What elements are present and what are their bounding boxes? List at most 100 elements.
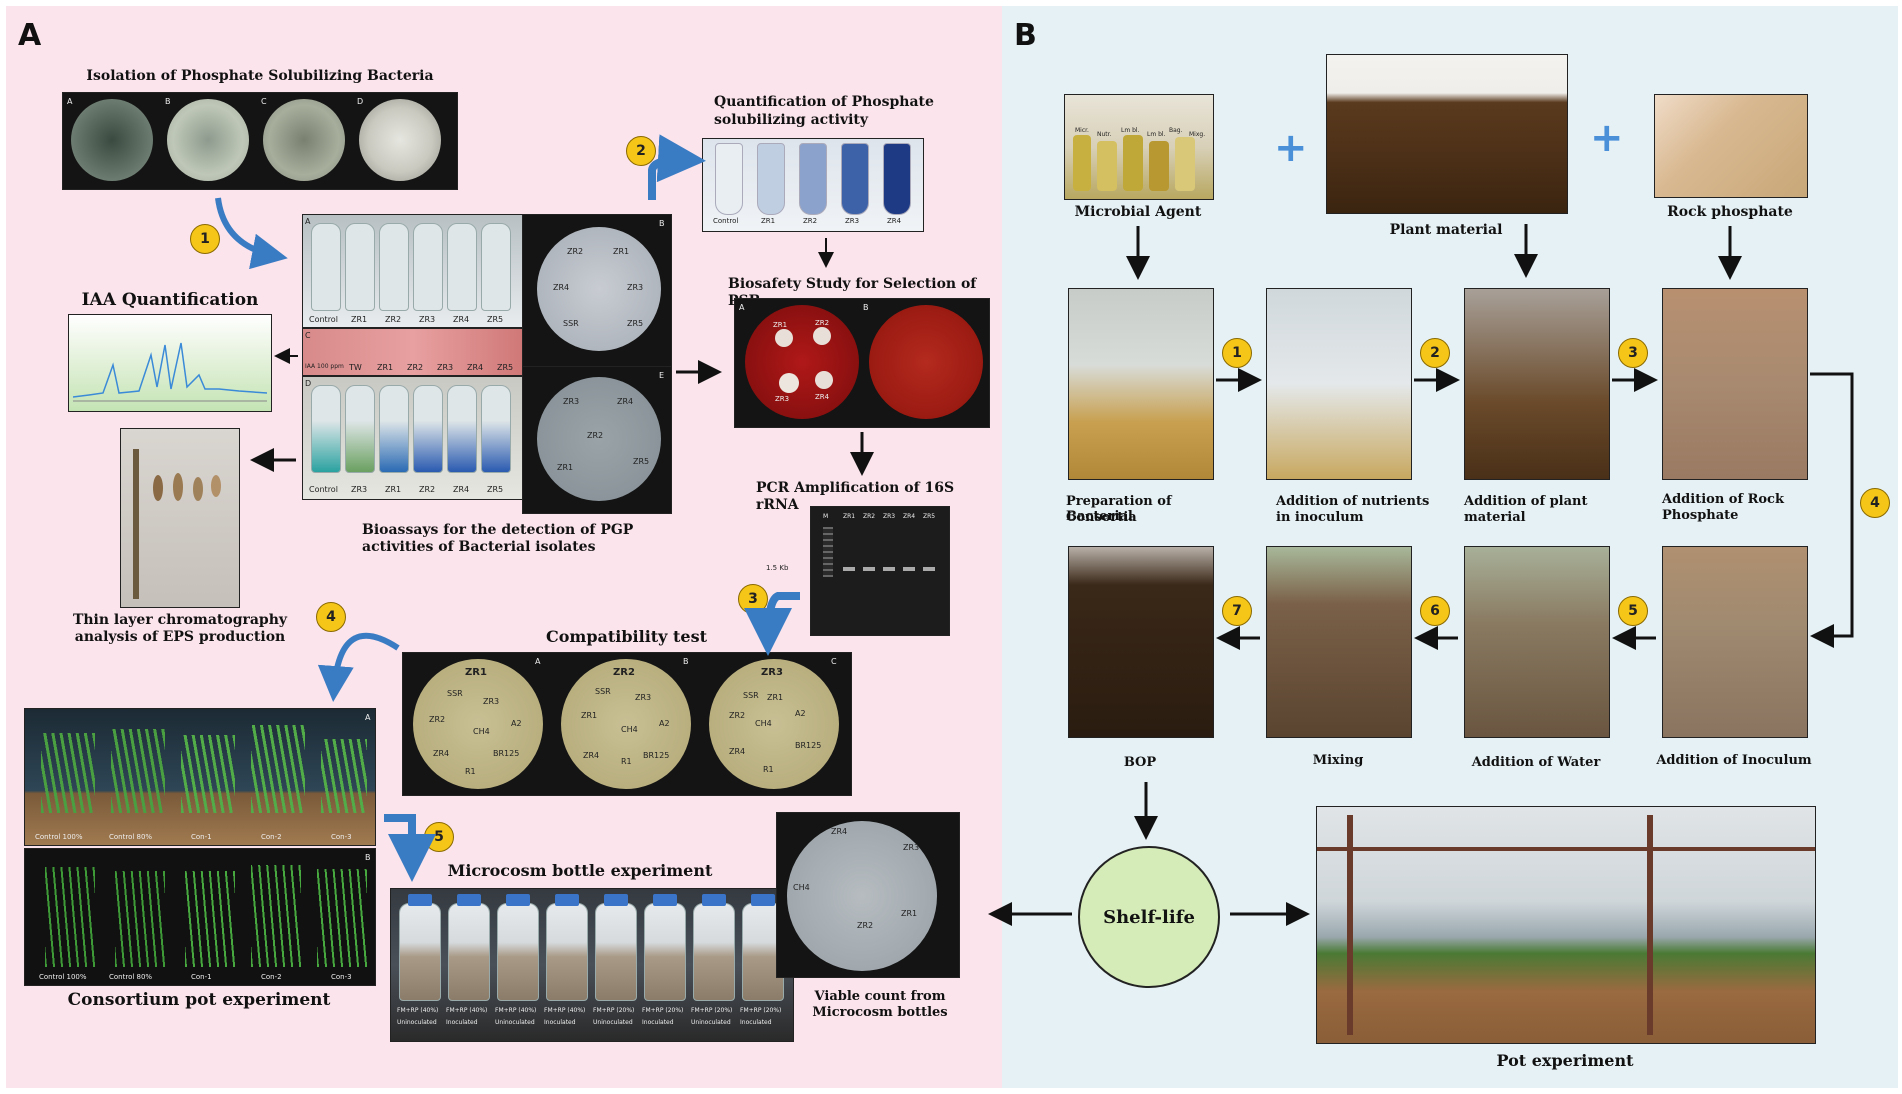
step-badge-a4: 4	[316, 602, 346, 632]
row1-label-1a: Preparation of Bacterial	[1066, 494, 1172, 524]
microcosm-bottle	[595, 894, 637, 1001]
bioassay-plate-b: B ZR2 ZR1 ZR4 ZR3 SSR ZR5	[522, 214, 672, 368]
shelf-life-node: Shelf-life	[1078, 846, 1220, 988]
rock-phosphate-photo	[1654, 94, 1808, 198]
microcosm-bottle	[448, 894, 490, 1001]
microcosm-bottle	[399, 894, 441, 1001]
pcr-title: PCR Amplification of 16S rRNA	[756, 480, 955, 513]
isolation-plates-photo: A B C D	[62, 92, 458, 190]
row1-label-4a: Addition of Rock	[1662, 492, 1784, 507]
microcosm-bottle-status: Inoculated	[740, 1019, 772, 1026]
input-microbial-agent: Microbial Agent	[1074, 204, 1202, 220]
bottle-cap	[604, 894, 628, 906]
row2-label-mixing: Mixing	[1312, 753, 1364, 768]
step-photo-nutrients	[1266, 288, 1412, 480]
step-badge-b4: 4	[1860, 488, 1890, 518]
row1-label-3b: material	[1464, 510, 1526, 525]
microcosm-bottle	[497, 894, 539, 1001]
bioassay-caption-1: Bioassays for the detection of PGP	[362, 522, 634, 538]
biosafety-photo: A B ZR1 ZR2 ZR3 ZR4	[734, 298, 990, 428]
curved-arrow-a4	[317, 632, 400, 702]
step-badge-b1: 1	[1222, 338, 1252, 368]
bottle-cap	[555, 894, 579, 906]
bottle-cap	[506, 894, 530, 906]
row1-label-4b: Phosphate	[1662, 508, 1739, 523]
iaa-title: IAA Quantification	[81, 290, 259, 310]
plate-b	[167, 99, 249, 181]
row1-label-3a: Addition of plant	[1464, 494, 1588, 509]
shelf-life-label: Shelf-life	[1103, 906, 1195, 928]
bioassay-caption-2: activities of Bacterial isolates	[362, 539, 596, 555]
microcosm-bottle	[644, 894, 686, 1001]
bottle-cap	[702, 894, 726, 906]
bioassay-row-a: A Control ZR1 ZR2 ZR3 ZR4 ZR5	[302, 214, 524, 328]
panel-b-letter: B	[1014, 18, 1037, 53]
bioassay-row-d: D Control ZR3 ZR1 ZR2 ZR4 ZR5	[302, 376, 524, 500]
step-badge-b7: 7	[1222, 596, 1252, 626]
input-rock-phosphate: Rock phosphate	[1667, 204, 1793, 220]
microcosm-bottle-label: FM+RP (20%)	[691, 1007, 733, 1014]
microcosm-bottle-label: FM+RP (40%)	[495, 1007, 537, 1014]
microcosm-bottle-status: Inoculated	[446, 1019, 478, 1026]
tlc-plate-photo	[120, 428, 240, 608]
row2-label-bop: BOP	[1123, 755, 1157, 770]
pot-experiment-caption: Pot experiment	[1496, 1051, 1634, 1070]
plus-icon-1: +	[1274, 125, 1308, 171]
row2-label-inoculum: Addition of Inoculum	[1656, 753, 1812, 768]
row1-label-2b: in inoculum	[1276, 510, 1364, 525]
step-photo-mixing	[1266, 546, 1412, 738]
microcosm-bottle-label: FM+RP (20%)	[593, 1007, 635, 1014]
bioassay-plate-e: E ZR3 ZR4 ZR2 ZR1 ZR5	[522, 366, 672, 514]
tlc-caption-2: analysis of EPS production	[74, 629, 286, 645]
microcosm-bottle-label: FM+RP (40%)	[544, 1007, 586, 1014]
compatibility-title: Compatibility test	[546, 627, 708, 646]
plate-letter-a: A	[67, 97, 73, 106]
microcosm-bottle-status: Uninoculated	[691, 1019, 731, 1026]
row1-label-2a: Addition of nutrients	[1276, 494, 1430, 509]
step-badge-b3: 3	[1618, 338, 1648, 368]
curved-arrow-a3	[744, 592, 800, 656]
viable-caption-2: Microcosm bottles	[812, 1005, 948, 1020]
quantification-title-2: solubilizing activity	[714, 112, 869, 128]
microbial-agent-photo: Micr. Nutr. Lm bl. Lm bl. Bag. Mixg.	[1064, 94, 1214, 200]
plate-c	[263, 99, 345, 181]
microcosm-photo: FM+RP (40%) Uninoculated FM+RP (40%) Inocul…	[390, 888, 794, 1042]
microcosm-bottle	[546, 894, 588, 1001]
microcosm-bottle-label: FM+RP (40%)	[397, 1007, 439, 1014]
microcosm-bottle-label: FM+RP (20%)	[740, 1007, 782, 1014]
step-photo-rock-phosphate	[1662, 288, 1808, 480]
isolation-title: Isolation of Phosphate Solubilizing Bact…	[86, 68, 434, 84]
row1-label-1b: Consortia	[1066, 510, 1137, 525]
step-badge-b5: 5	[1618, 596, 1648, 626]
step-badge-b2: 2	[1420, 338, 1450, 368]
microcosm-bottle-status: Inoculated	[544, 1019, 576, 1026]
arrow-b4	[1810, 372, 1854, 648]
bottle-cap	[751, 894, 775, 906]
plate-letter-c: C	[261, 97, 267, 106]
pcr-gel-photo: M ZR1 ZR2 ZR3 ZR4 ZR5	[810, 506, 950, 636]
step-badge-a1: 1	[190, 224, 220, 254]
microcosm-bottle-label: FM+RP (20%)	[642, 1007, 684, 1014]
curved-arrow-a1	[215, 197, 288, 270]
pot-experiment-photo	[1316, 806, 1816, 1044]
viable-caption-1: Viable count from	[814, 989, 946, 1004]
quantification-tubes-photo: Control ZR1 ZR2 ZR3 ZR4	[702, 138, 924, 232]
quantification-title-1: Quantification of Phosphate	[714, 94, 934, 110]
plant-material-photo	[1326, 54, 1568, 214]
step-photo-water	[1464, 546, 1610, 738]
bottle-cap	[408, 894, 432, 906]
microcosm-bottle-status: Uninoculated	[593, 1019, 633, 1026]
step-photo-preparation	[1068, 288, 1214, 480]
step-photo-inoculum	[1662, 546, 1808, 738]
curved-arrow-a2	[648, 134, 706, 200]
iaa-chromatogram	[68, 314, 272, 412]
step-photo-plant-material	[1464, 288, 1610, 480]
plate-letter-d: D	[357, 97, 364, 106]
row2-label-water: Addition of Water	[1471, 755, 1601, 770]
viable-count-photo: ZR4 ZR3 CH4 ZR1 ZR2	[776, 812, 960, 978]
plate-d	[359, 99, 441, 181]
microcosm-bottle-status: Uninoculated	[397, 1019, 437, 1026]
microcosm-bottle-label: FM+RP (40%)	[446, 1007, 488, 1014]
pot-photo-a: A Control 100% Control 80% Con-1 Con-2 C…	[24, 708, 376, 846]
